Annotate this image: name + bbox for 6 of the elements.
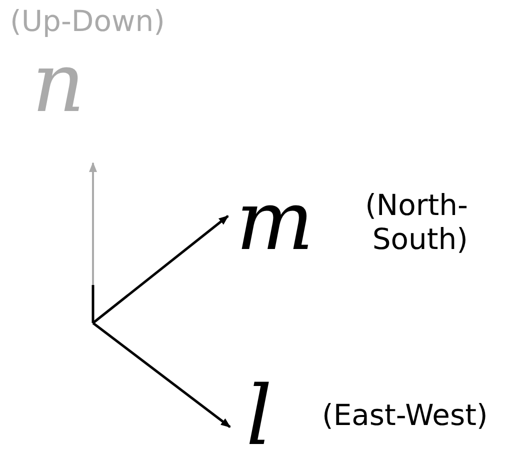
axis-label: (North- South) [364,188,468,256]
variable-symbol: m [236,182,314,262]
variable-symbol: n [32,44,85,124]
variable-symbol: l [246,377,272,457]
axis-label: (East-West) [322,398,488,432]
axis-label: (Up-Down) [10,4,165,38]
